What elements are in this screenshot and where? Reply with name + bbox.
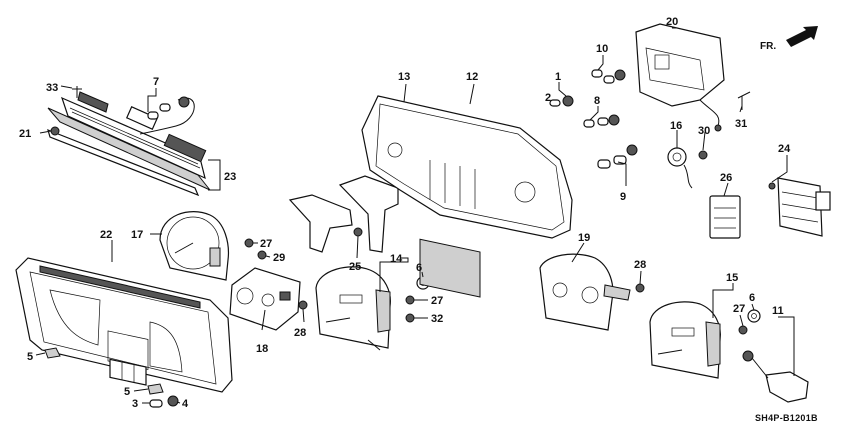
callout-12: 12 bbox=[466, 71, 478, 83]
callout-32: 32 bbox=[431, 313, 443, 325]
socket-part-4 bbox=[167, 395, 179, 407]
callout-25: 25 bbox=[349, 261, 361, 273]
callout-5-upper: 5 bbox=[27, 351, 33, 363]
callout-27-upper: 27 bbox=[260, 238, 272, 250]
meter-housing-part-12 bbox=[361, 95, 573, 298]
screw-part-31 bbox=[737, 91, 751, 110]
callout-26: 26 bbox=[720, 172, 732, 184]
callout-20: 20 bbox=[666, 16, 678, 28]
buzzer-part-16 bbox=[667, 147, 693, 189]
callout-19: 19 bbox=[578, 232, 590, 244]
callout-11: 11 bbox=[772, 305, 784, 317]
connector-part-26 bbox=[709, 195, 741, 239]
callout-17: 17 bbox=[131, 229, 143, 241]
callout-6-left: 6 bbox=[416, 262, 422, 274]
callout-33: 33 bbox=[46, 82, 58, 94]
washer-part-6-right bbox=[747, 309, 761, 323]
callout-31: 31 bbox=[735, 118, 747, 130]
front-direction-arrow: FR. bbox=[760, 26, 818, 52]
callout-15: 15 bbox=[726, 272, 738, 284]
callout-24: 24 bbox=[778, 143, 791, 155]
callout-28-left: 28 bbox=[294, 327, 306, 339]
leader-lines bbox=[35, 27, 795, 404]
screw-part-28-left bbox=[298, 300, 308, 310]
socket-part-1 bbox=[562, 95, 574, 107]
callout-16: 16 bbox=[670, 120, 682, 132]
bracket-part-25 bbox=[288, 175, 399, 253]
callout-2: 2 bbox=[545, 92, 551, 104]
callout-22: 22 bbox=[100, 229, 112, 241]
speedometer-part-14 bbox=[315, 266, 391, 351]
callout-27-right: 27 bbox=[733, 303, 745, 315]
fuel-temp-gauge-part-19 bbox=[539, 253, 631, 331]
callout-4: 4 bbox=[182, 398, 189, 410]
direction-label: FR. bbox=[760, 41, 776, 52]
screw-part-28-right bbox=[635, 283, 645, 293]
screw-part-29 bbox=[257, 250, 267, 260]
callout-30: 30 bbox=[698, 125, 710, 137]
callout-27-mid: 27 bbox=[431, 295, 443, 307]
bulb-part-3 bbox=[149, 399, 163, 408]
callout-18: 18 bbox=[256, 343, 268, 355]
bulb-part-2 bbox=[549, 99, 561, 107]
screw-part-30 bbox=[698, 150, 708, 160]
small-part-5-upper bbox=[44, 347, 61, 359]
bulb-socket-part-9 bbox=[597, 144, 638, 169]
screw-part-27-mid bbox=[405, 295, 415, 305]
callout-5-lower: 5 bbox=[124, 386, 130, 398]
callout-13: 13 bbox=[398, 71, 410, 83]
small-part-5-lower bbox=[147, 383, 164, 395]
screw-part-21 bbox=[50, 126, 60, 136]
catalog-code: SH4P-B1201B bbox=[755, 413, 818, 423]
control-unit-part-20 bbox=[635, 23, 725, 132]
callout-8: 8 bbox=[594, 95, 600, 107]
callout-7: 7 bbox=[153, 76, 159, 88]
callout-29: 29 bbox=[273, 252, 285, 264]
bulb-socket-part-10 bbox=[591, 69, 626, 84]
bulb-socket-part-7 bbox=[139, 96, 195, 135]
connector-part-24 bbox=[768, 177, 831, 237]
callout-23: 23 bbox=[224, 171, 236, 183]
callout-28-right: 28 bbox=[634, 259, 646, 271]
callout-9: 9 bbox=[620, 191, 626, 203]
meter-case-part-22 bbox=[15, 257, 233, 393]
callout-6-right: 6 bbox=[749, 292, 755, 304]
callout-14: 14 bbox=[390, 253, 403, 265]
speedometer-part-15 bbox=[649, 301, 721, 379]
sensor-part-11 bbox=[742, 350, 809, 403]
circuit-board-part-18 bbox=[229, 267, 301, 331]
callout-labels: 33 21 7 23 17 22 5 5 3 4 27 29 18 28 25 … bbox=[19, 16, 791, 410]
screw-part-27-right bbox=[738, 325, 748, 335]
arrow-icon bbox=[786, 26, 818, 47]
screw-part-32 bbox=[405, 313, 415, 323]
callout-10: 10 bbox=[596, 43, 608, 55]
screw-part-27-upper bbox=[244, 238, 254, 248]
callout-21: 21 bbox=[19, 128, 31, 140]
bulb-socket-part-8 bbox=[583, 114, 620, 128]
tachometer-part-17 bbox=[159, 211, 230, 281]
screw-part-33 bbox=[72, 86, 82, 98]
callout-1: 1 bbox=[555, 71, 561, 83]
light-bar-assembly bbox=[47, 91, 211, 197]
callout-3: 3 bbox=[132, 398, 138, 410]
